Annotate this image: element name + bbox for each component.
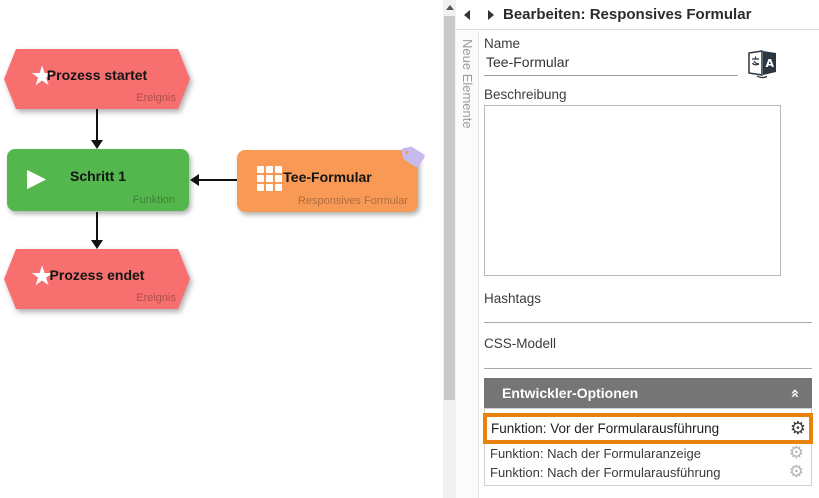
scrollbar-thumb[interactable] <box>444 16 455 400</box>
star-icon: ★ <box>30 260 55 292</box>
node-step1[interactable]: ▶ Schritt 1 Funktion <box>7 149 189 211</box>
name-input[interactable]: Tee-Formular <box>484 54 738 76</box>
option-vor-formularausfuehrung[interactable]: Funktion: Vor der Formularausführung ⚙ <box>491 417 806 439</box>
developer-options-list: Funktion: Vor der Formularausführung ⚙ F… <box>483 408 813 486</box>
gear-icon[interactable]: ⚙ <box>789 417 806 439</box>
arrowhead-down-icon <box>91 240 103 249</box>
node-process-end[interactable]: ★ Prozess endet Ereignis <box>4 249 190 309</box>
tag-icon <box>401 144 427 175</box>
node-title: Prozess startet <box>46 67 148 83</box>
process-canvas[interactable]: ★ Prozess startet Ereignis ▶ Schritt 1 F… <box>0 0 443 498</box>
panel-header: Bearbeiten: Responsives Formular <box>456 0 819 30</box>
panel-title: Bearbeiten: Responsives Formular <box>503 6 752 23</box>
chevron-up-double-icon[interactable]: « <box>786 388 805 398</box>
node-process-start[interactable]: ★ Prozess startet Ereignis <box>4 49 190 109</box>
properties-panel: Bearbeiten: Responsives Formular Neue El… <box>456 0 819 498</box>
collapse-left-icon[interactable] <box>464 9 470 20</box>
hashtags-input[interactable] <box>484 322 812 323</box>
play-icon: ▶ <box>27 162 47 192</box>
css-model-input[interactable] <box>484 368 812 369</box>
name-label: Name <box>484 36 521 51</box>
node-title: Schritt 1 <box>69 168 126 184</box>
star-icon: ★ <box>30 60 55 92</box>
panel-content: Name Tee-Formular A Beschreibung Hashtag… <box>483 30 813 498</box>
tab-neue-elemente[interactable]: Neue Elemente <box>456 31 479 498</box>
tab-label: Neue Elemente <box>460 39 475 129</box>
option-nach-formularausfuehrung[interactable]: Funktion: Nach der Formularausführung ⚙ <box>490 462 804 482</box>
scrollbar-up-icon[interactable] <box>445 5 454 10</box>
vertical-scrollbar[interactable] <box>443 0 456 498</box>
arrowhead-down-icon <box>91 140 103 149</box>
node-type-label: Responsives Formular <box>297 195 408 207</box>
node-title: Tee-Formular <box>283 169 372 185</box>
arrowhead-left-icon <box>190 174 199 186</box>
option-nach-formularanzeige[interactable]: Funktion: Nach der Formularanzeige ⚙ <box>490 443 804 463</box>
node-title: Prozess endet <box>49 267 145 283</box>
grid-icon <box>257 165 282 191</box>
gear-icon[interactable]: ⚙ <box>788 443 804 463</box>
hashtags-label: Hashtags <box>484 291 542 306</box>
node-type-label: Funktion <box>132 194 175 206</box>
connector-form-to-step1[interactable] <box>199 179 237 181</box>
expand-right-icon[interactable] <box>488 9 494 20</box>
gear-icon[interactable]: ⚙ <box>788 462 804 482</box>
description-input[interactable] <box>484 105 781 276</box>
translate-icon[interactable]: A <box>746 48 778 84</box>
description-label: Beschreibung <box>484 87 567 102</box>
developer-options-title: Entwickler-Optionen <box>502 385 639 401</box>
developer-options-header[interactable]: Entwickler-Optionen « <box>484 378 812 408</box>
connector-start-to-step1[interactable] <box>96 109 98 141</box>
node-tee-formular[interactable]: Tee-Formular Responsives Formular <box>237 146 425 212</box>
svg-text:A: A <box>766 57 775 70</box>
highlight-annotation: Funktion: Vor der Formularausführung ⚙ <box>483 413 813 444</box>
node-type-label: Ereignis <box>136 92 176 104</box>
css-model-label: CSS-Modell <box>484 336 557 351</box>
node-type-label: Ereignis <box>136 292 176 304</box>
connector-step1-to-end[interactable] <box>96 212 98 240</box>
